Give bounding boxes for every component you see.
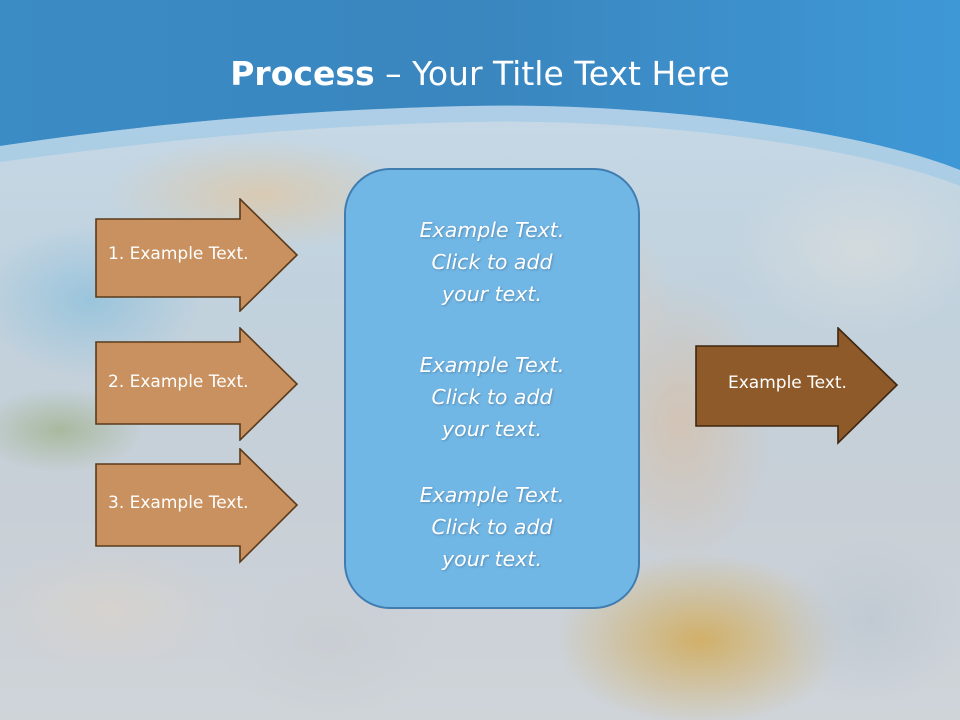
header-band bbox=[0, 0, 960, 186]
center-line: your text. bbox=[442, 547, 542, 571]
center-line: Example Text. bbox=[419, 353, 565, 377]
center-line: Click to add bbox=[431, 385, 553, 409]
center-text-block-3[interactable]: Example Text. Click to add your text. bbox=[346, 479, 638, 575]
process-step-label: 2. Example Text. bbox=[108, 372, 249, 392]
center-text-block-2[interactable]: Example Text. Click to add your text. bbox=[346, 349, 638, 445]
center-line: Click to add bbox=[431, 250, 553, 274]
center-line: your text. bbox=[442, 282, 542, 306]
arrow-shape bbox=[695, 327, 899, 445]
arrow-shape bbox=[95, 448, 299, 564]
title-rest: – Your Title Text Here bbox=[374, 54, 730, 93]
result-label: Example Text. bbox=[728, 373, 847, 393]
process-step-arrow-1[interactable]: 1. Example Text. bbox=[95, 198, 300, 312]
process-step-label: 3. Example Text. bbox=[108, 493, 249, 513]
arrow-shape bbox=[95, 327, 299, 441]
arrow-shape bbox=[95, 198, 299, 312]
process-step-arrow-3[interactable]: 3. Example Text. bbox=[95, 448, 300, 564]
process-step-arrow-2[interactable]: 2. Example Text. bbox=[95, 327, 300, 441]
slide-title[interactable]: Process – Your Title Text Here bbox=[0, 52, 960, 96]
process-step-label: 1. Example Text. bbox=[108, 244, 249, 264]
center-line: Example Text. bbox=[419, 218, 565, 242]
result-arrow[interactable]: Example Text. bbox=[695, 327, 900, 445]
center-line: your text. bbox=[442, 417, 542, 441]
center-text-block-1[interactable]: Example Text. Click to add your text. bbox=[346, 214, 638, 310]
title-bold: Process bbox=[230, 54, 375, 93]
center-line: Click to add bbox=[431, 515, 553, 539]
center-content-box[interactable]: Example Text. Click to add your text. Ex… bbox=[344, 168, 640, 609]
center-line: Example Text. bbox=[419, 483, 565, 507]
